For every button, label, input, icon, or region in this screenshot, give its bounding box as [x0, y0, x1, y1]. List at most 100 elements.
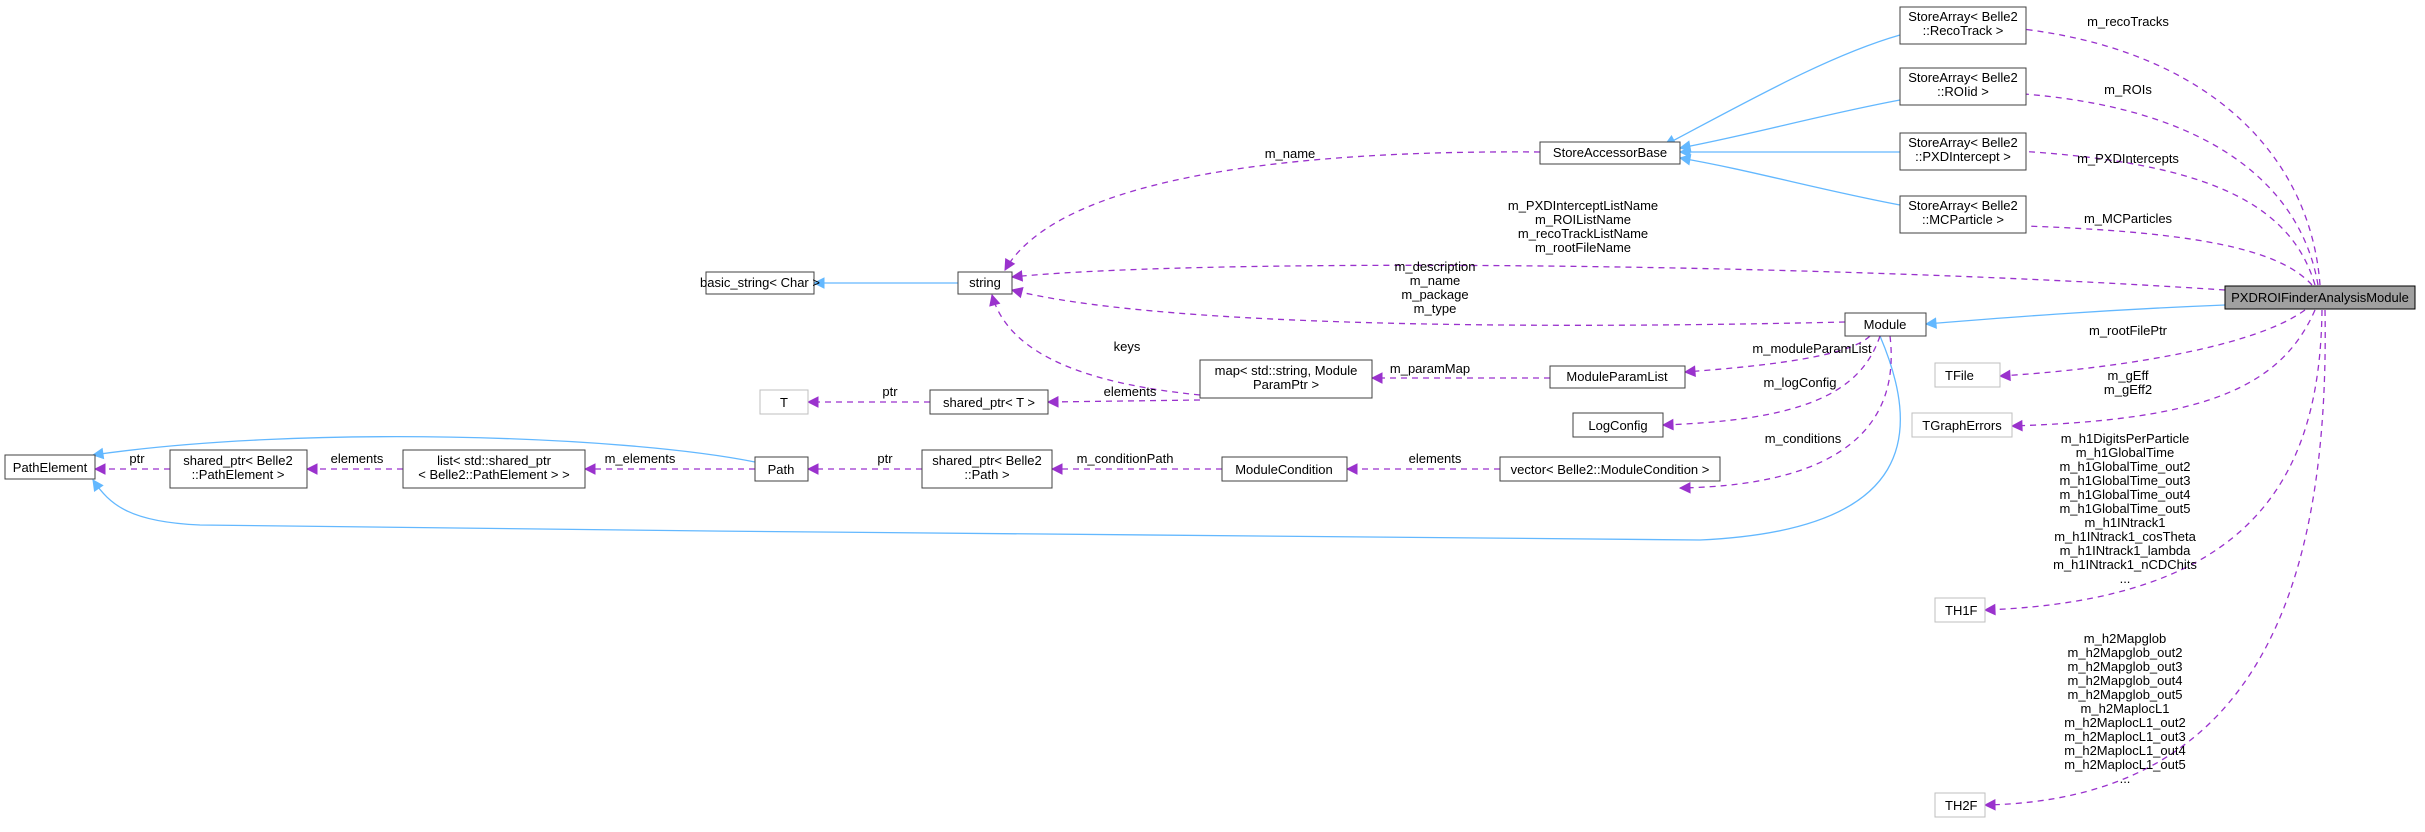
edge-use-logconfig — [1663, 335, 1881, 425]
text-line: m_h1INtrack1_nCDChits — [2053, 557, 2197, 572]
text-line: m_h2Mapglob — [2084, 631, 2166, 646]
node-list-path-element[interactable]: list< std::shared_ptr< Belle2::PathEleme… — [402, 449, 586, 489]
text-line: m_h2MaplocL1_out5 — [2064, 757, 2185, 772]
node-label: TH2F — [1945, 798, 1978, 813]
node-label: StoreAccessorBase — [1553, 145, 1667, 160]
text-line: m_h2MaplocL1_out4 — [2064, 743, 2185, 758]
text-line: m_h2MaplocL1 — [2081, 701, 2170, 716]
node-label: PathElement — [13, 460, 88, 475]
text-line: T — [780, 395, 788, 410]
text-line: ::MCParticle > — [1922, 212, 2004, 227]
edge-label-ptr-pe: ptr — [129, 451, 145, 466]
text-line: m_MCParticles — [2084, 211, 2173, 226]
edge-label-rois: m_ROIs — [2104, 82, 2152, 97]
node-path[interactable]: Path — [754, 456, 809, 482]
text-line: m_h2Mapglob_out5 — [2068, 687, 2183, 702]
edge-inherit-path — [93, 436, 756, 463]
edge-label-conditionpath: m_conditionPath — [1077, 451, 1174, 466]
node-store-accessor-base[interactable]: StoreAccessorBase — [1539, 141, 1681, 165]
text-line: TH1F — [1945, 603, 1978, 618]
text-line: m_logConfig — [1764, 375, 1837, 390]
node-module-param-list[interactable]: ModuleParamList — [1549, 365, 1686, 389]
text-line: ModuleCondition — [1235, 462, 1333, 477]
text-line: ptr — [877, 451, 893, 466]
node-th1f[interactable]: TH1F — [1934, 597, 1986, 623]
node-pxdroi-finder-analysis-module[interactable]: PXDROIFinderAnalysisModule — [2224, 285, 2416, 310]
text-line: Module — [1864, 317, 1907, 332]
text-line: m_h1GlobalTime — [2076, 445, 2175, 460]
text-line: m_conditionPath — [1077, 451, 1174, 466]
text-line: m_h1INtrack1_lambda — [2060, 543, 2192, 558]
node-label: PXDROIFinderAnalysisModule — [2231, 290, 2409, 305]
node-shared-ptr-t[interactable]: shared_ptr< T > — [929, 389, 1049, 415]
edge-label-moduleparamlist: m_moduleParamList — [1752, 341, 1872, 356]
node-storearray-mcparticle[interactable]: StoreArray< Belle2::MCParticle > — [1899, 195, 2027, 234]
node-module[interactable]: Module — [1844, 312, 1927, 337]
node-storearray-pxdintercept[interactable]: StoreArray< Belle2::PXDIntercept > — [1899, 132, 2027, 171]
node-basic-string[interactable]: basic_string< Char > — [700, 271, 820, 295]
node-label: list< std::shared_ptr< Belle2::PathEleme… — [418, 453, 569, 482]
edge-use-geff — [2012, 309, 2316, 426]
edge-label-layer: m_recoTracks m_ROIs m_PXDIntercepts m_MC… — [129, 14, 2197, 786]
edge-use-store-name — [1004, 151, 1541, 270]
text-line: ::RecoTrack > — [1923, 23, 2004, 38]
node-path-element[interactable]: PathElement — [4, 454, 96, 480]
node-th2f[interactable]: TH2F — [1934, 792, 1986, 818]
node-tgrapherrors[interactable]: TGraphErrors — [1911, 412, 2013, 438]
text-line: ParamPtr > — [1253, 377, 1319, 392]
edge-use-string-a — [1012, 264, 2226, 291]
text-line: m_rootFilePtr — [2089, 323, 2168, 338]
node-vector-module-condition[interactable]: vector< Belle2::ModuleCondition > — [1499, 456, 1721, 482]
node-shared-ptr-path[interactable]: shared_ptr< Belle2::Path > — [921, 449, 1053, 489]
edge-label-mcparticles: m_MCParticles — [2084, 211, 2173, 226]
node-shared-ptr-path-element[interactable]: shared_ptr< Belle2::PathElement > — [169, 449, 308, 489]
text-line: m_PXDInterceptListName — [1508, 198, 1658, 213]
text-line: ptr — [129, 451, 145, 466]
node-storearray-roiid[interactable]: StoreArray< Belle2::ROIid > — [1899, 67, 2027, 106]
node-storearray-recotracks[interactable]: StoreArray< Belle2::RecoTrack > — [1899, 6, 2027, 45]
text-line: shared_ptr< T > — [943, 395, 1035, 410]
edge-inherit-roiid — [1680, 99, 1901, 148]
text-line: m_h1INtrack1 — [2085, 515, 2166, 530]
text-line: shared_ptr< Belle2 — [932, 453, 1042, 468]
text-line: m_ROIs — [2104, 82, 2152, 97]
text-line: m_recoTracks — [2087, 14, 2169, 29]
node-module-condition[interactable]: ModuleCondition — [1221, 456, 1348, 482]
node-log-config[interactable]: LogConfig — [1572, 412, 1664, 438]
edge-inherit-module — [1926, 304, 2226, 324]
node-tfile[interactable]: TFile — [1934, 362, 2001, 388]
text-line: Path — [768, 462, 795, 477]
edge-use-th1f — [1985, 309, 2323, 610]
edge-use-elements-map — [1048, 400, 1201, 402]
text-line: ptr — [882, 384, 898, 399]
text-line: PXDROIFinderAnalysisModule — [2231, 290, 2409, 305]
text-line: elements — [1409, 451, 1462, 466]
text-line: m_name — [1265, 146, 1316, 161]
text-line: m_h1INtrack1_cosTheta — [2054, 529, 2196, 544]
node-label: StoreArray< Belle2::PXDIntercept > — [1908, 135, 2017, 164]
edge-use-rootfileptr — [2000, 309, 2306, 376]
edge-inherit-recotracks — [1665, 34, 1901, 146]
edge-use-moduleparamlist — [1685, 335, 1871, 372]
text-line: m_h2MaplocL1_out2 — [2064, 715, 2185, 730]
node-string[interactable]: string — [957, 271, 1013, 295]
text-line: ... — [2120, 571, 2131, 586]
text-line: m_gEff2 — [2104, 382, 2152, 397]
text-line: m_h1GlobalTime_out3 — [2059, 473, 2190, 488]
edge-label-ptr-t: ptr — [882, 384, 898, 399]
text-line: m_description — [1395, 259, 1476, 274]
text-line: m_ROIListName — [1535, 212, 1631, 227]
node-template-param-t[interactable]: T — [759, 389, 809, 415]
edge-label-m-name-store: m_name — [1265, 146, 1316, 161]
text-line: StoreArray< Belle2 — [1908, 9, 2017, 24]
text-line: m_h2Mapglob_out2 — [2068, 645, 2183, 660]
edge-use-string-b — [1012, 290, 1846, 326]
node-label: TGraphErrors — [1922, 418, 2002, 433]
edge-layer — [93, 26, 2326, 805]
edge-label-ptr-path: ptr — [877, 451, 893, 466]
text-line: ::PathElement > — [192, 467, 285, 482]
node-label: shared_ptr< T > — [943, 395, 1035, 410]
